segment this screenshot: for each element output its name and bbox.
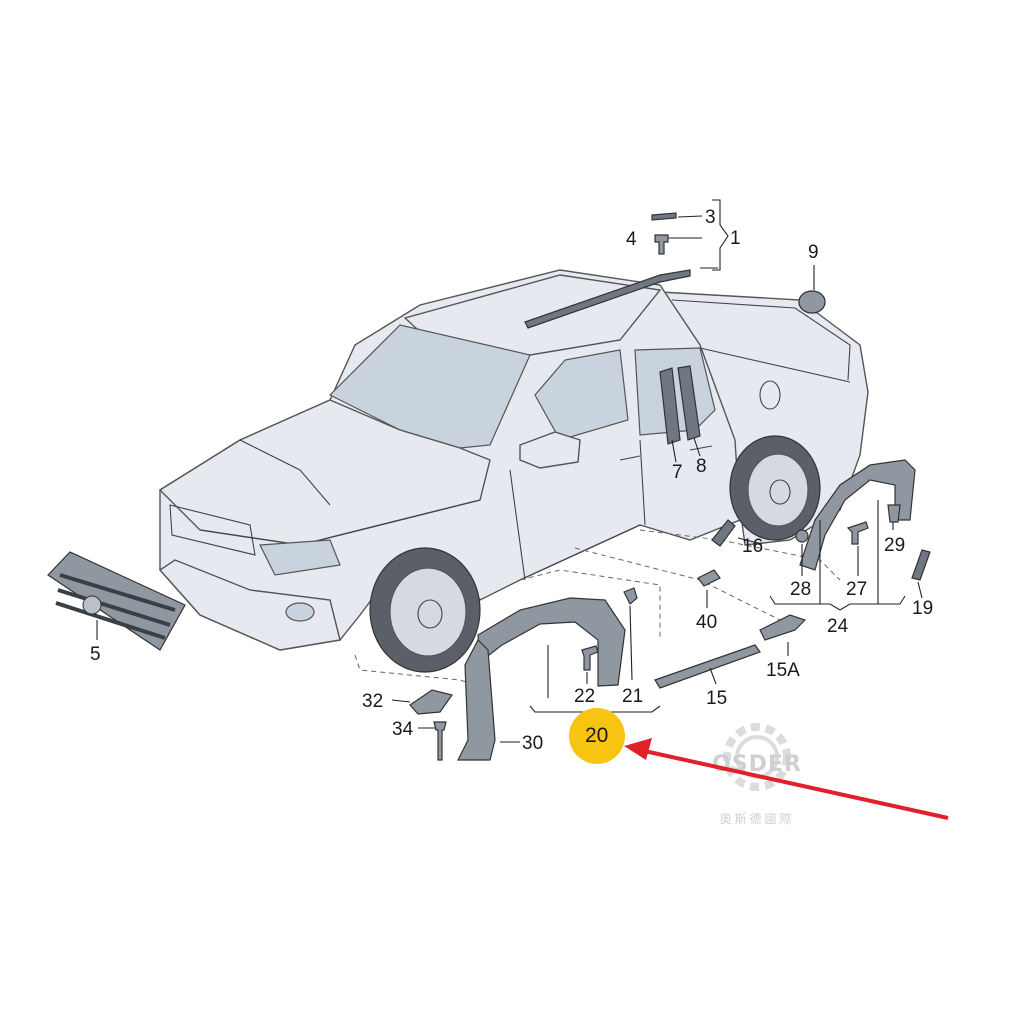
- flare-extension-30: [457, 638, 496, 761]
- front-wheel-arch-flare: [477, 597, 626, 687]
- callout-19: 19: [912, 598, 933, 619]
- callout-16: 16: [742, 536, 763, 557]
- callout-32: 32: [362, 691, 383, 712]
- callout-1: 1: [730, 228, 741, 249]
- fuel-cap-part: [798, 290, 826, 314]
- trim-16-part: [711, 519, 736, 547]
- callout-3: 3: [705, 207, 716, 228]
- extension-15a-part: [759, 614, 807, 641]
- bracket-32: [409, 689, 453, 715]
- callout-30: 30: [522, 733, 543, 754]
- sill-strip-part: [654, 644, 761, 689]
- callout-34: 34: [392, 719, 414, 740]
- callout-20: 20: [585, 724, 608, 747]
- watermark-brand: OSDER: [712, 752, 802, 777]
- callout-29: 29: [884, 535, 905, 556]
- roof-rail-parts: [651, 212, 677, 255]
- fastener-21: [623, 587, 638, 605]
- callout-22: 22: [574, 686, 595, 707]
- callout-24: 24: [827, 616, 849, 637]
- fastener-22: [581, 645, 599, 671]
- watermark-subtitle: 奧斯德國際: [719, 811, 794, 826]
- callout-28: 28: [790, 579, 811, 600]
- watermark: OSDER 奧斯德國際: [712, 723, 802, 826]
- callout-8: 8: [696, 456, 707, 477]
- callout-labels: 3 1 4 9 5 7 8 16 28 27 29 19 24 40 15A 1…: [90, 207, 933, 754]
- callout-15: 15: [706, 688, 727, 709]
- callout-15a: 15A: [766, 660, 800, 681]
- callout-21: 21: [622, 686, 643, 707]
- callout-9: 9: [808, 242, 819, 263]
- callout-27: 27: [846, 579, 867, 600]
- callout-40: 40: [696, 612, 717, 633]
- fasteners-24: [795, 504, 901, 545]
- grille-part: [47, 551, 186, 651]
- pickup-truck-illustration: [158, 269, 869, 673]
- callout-5: 5: [90, 644, 101, 665]
- highlight-circle: [569, 708, 625, 764]
- rear-wheel-arch-flare: [799, 459, 916, 571]
- bolt-34: [433, 721, 447, 761]
- callout-4: 4: [626, 229, 637, 250]
- arrow-icon: [624, 738, 949, 820]
- callout-7: 7: [672, 462, 683, 483]
- clip-40-part: [697, 569, 721, 587]
- trim-19-part: [911, 549, 931, 581]
